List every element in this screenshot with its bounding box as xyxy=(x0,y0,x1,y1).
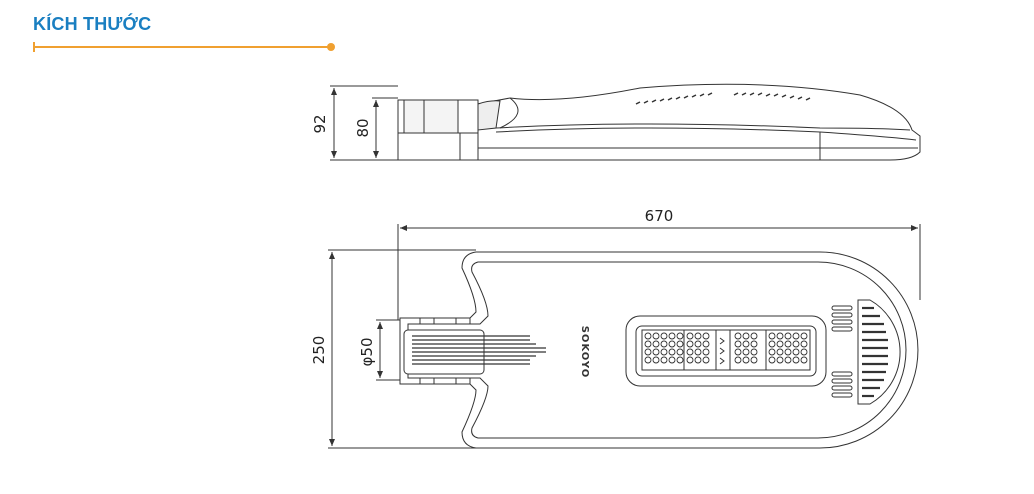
dim-body-height: 80 xyxy=(354,118,372,137)
dim-total-height: 92 xyxy=(311,114,329,133)
side-view xyxy=(330,83,921,161)
title-underline xyxy=(33,46,331,48)
brand-label: SOKOYO xyxy=(579,326,590,379)
section-title: KÍCH THƯỚC xyxy=(33,14,152,34)
dim-length: 670 xyxy=(645,207,674,225)
dim-pole-diameter: φ50 xyxy=(358,338,376,367)
top-view xyxy=(328,224,921,449)
dim-width: 250 xyxy=(310,336,328,365)
title-underline-dot xyxy=(327,43,335,51)
